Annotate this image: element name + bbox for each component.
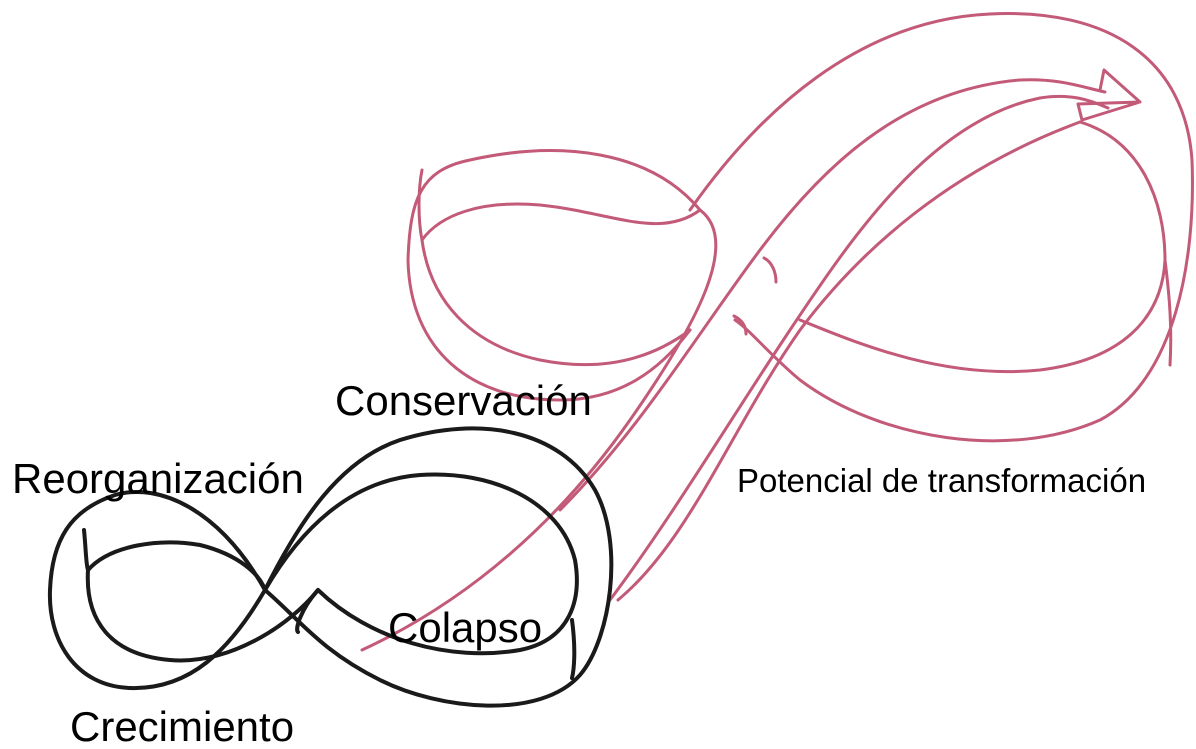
large-loop-right-lobe-rim xyxy=(1163,258,1173,367)
large-loop-ribbon-edge-2 xyxy=(608,94,1110,602)
label-conservacion: Conservación xyxy=(335,377,592,424)
large-loop-twist-mark-2 xyxy=(732,314,748,336)
label-crecimiento: Crecimiento xyxy=(70,703,295,749)
small-loop-inner-edge xyxy=(85,472,579,663)
large-loop-left-lobe-outer xyxy=(360,149,718,652)
label-reorganizacion: Reorganización xyxy=(12,455,304,502)
small-adaptive-cycle-loop xyxy=(47,426,614,708)
large-loop-right-lobe-outer xyxy=(688,12,1194,443)
large-loop-ribbon-edge-1 xyxy=(558,78,1107,512)
small-loop-left-rim xyxy=(82,528,90,572)
large-transformation-loop xyxy=(360,12,1194,652)
label-potencial-transformacion: Potencial de transformación xyxy=(737,462,1147,499)
large-loop-left-lobe-inner xyxy=(417,168,702,242)
small-loop-outer-edge xyxy=(47,426,614,708)
large-loop-ribbon-edge-3 xyxy=(616,120,1082,602)
large-loop-arrow-head xyxy=(1076,68,1142,122)
label-colapso: Colapso xyxy=(388,604,543,651)
small-loop-right-rim xyxy=(570,618,577,680)
large-loop-left-lobe-bottom xyxy=(420,238,692,367)
large-loop-right-lobe-inner xyxy=(798,120,1167,374)
small-loop-crossing-edge xyxy=(295,588,320,634)
large-loop-twist-mark-1 xyxy=(762,256,778,284)
